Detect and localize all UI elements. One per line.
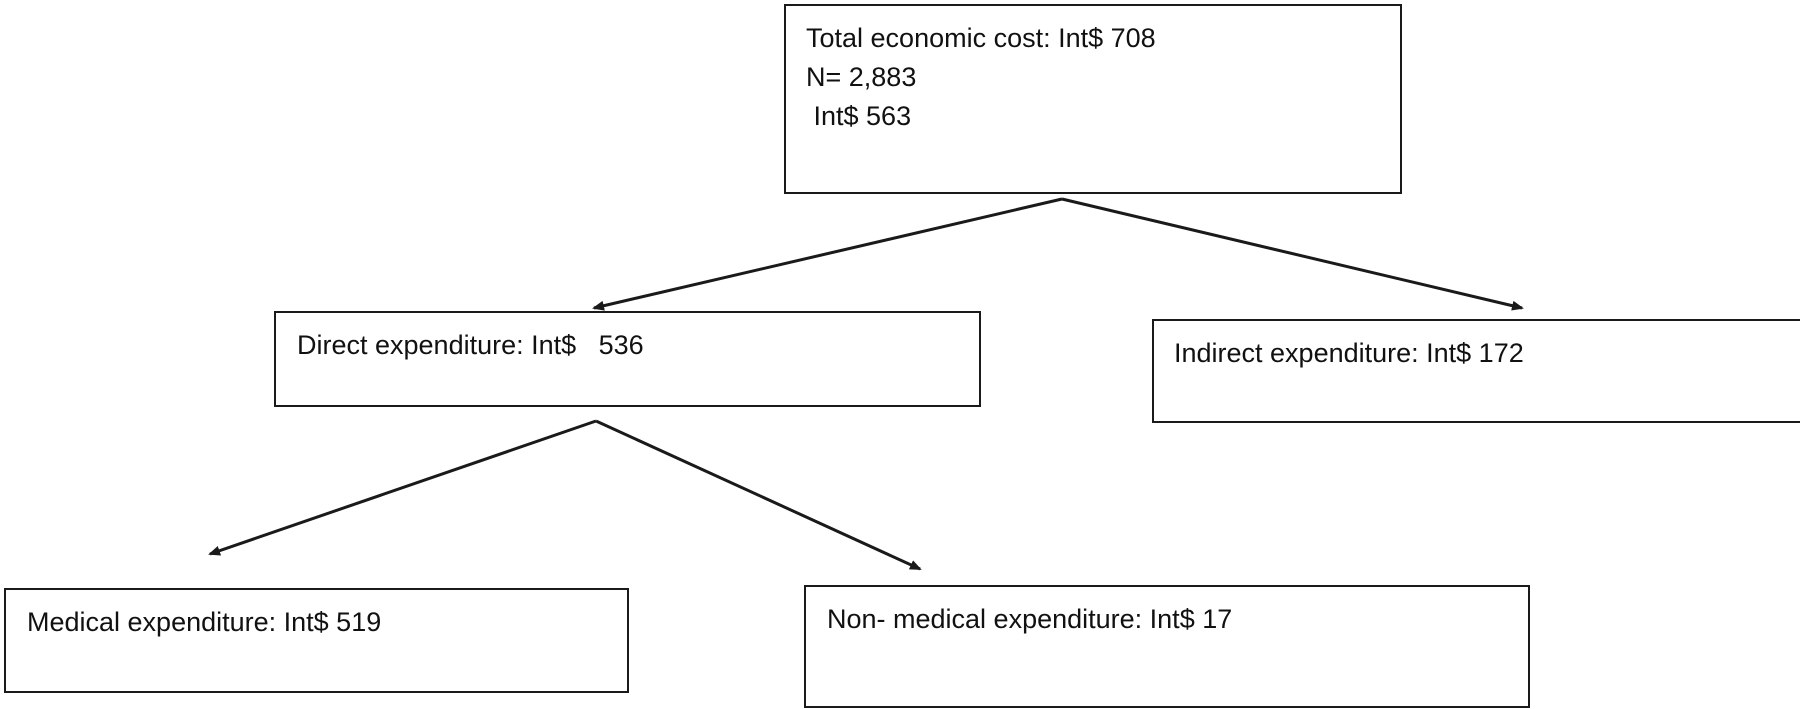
medical-expenditure-label: Medical expenditure: Int$ 519 xyxy=(27,607,382,637)
indirect-expenditure-label: Indirect expenditure: Int$ 172 xyxy=(1174,338,1524,368)
edge-direct-to-medical xyxy=(208,419,597,556)
indirect-expenditure-node: Indirect expenditure: Int$ 172 xyxy=(1152,319,1800,423)
edge-direct-to-nonmedical xyxy=(595,419,922,571)
total-cost-label: Total economic cost: Int$ 708 xyxy=(806,23,1156,53)
edge-total-to-indirect xyxy=(1061,197,1524,311)
sample-size-label: N= 2,883 xyxy=(806,62,917,92)
direct-expenditure-label: Direct expenditure: Int$ 536 xyxy=(297,330,644,360)
non-medical-expenditure-node: Non- medical expenditure: Int$ 17 xyxy=(804,585,1530,708)
medical-expenditure-node: Medical expenditure: Int$ 519 xyxy=(4,588,629,693)
edge-total-to-direct xyxy=(592,197,1063,311)
per-capita-cost-label: Int$ 563 xyxy=(806,101,912,131)
direct-expenditure-node: Direct expenditure: Int$ 536 xyxy=(274,311,981,407)
total-cost-node: Total economic cost: Int$ 708 N= 2,883 I… xyxy=(784,4,1402,194)
non-medical-expenditure-label: Non- medical expenditure: Int$ 17 xyxy=(827,604,1233,634)
